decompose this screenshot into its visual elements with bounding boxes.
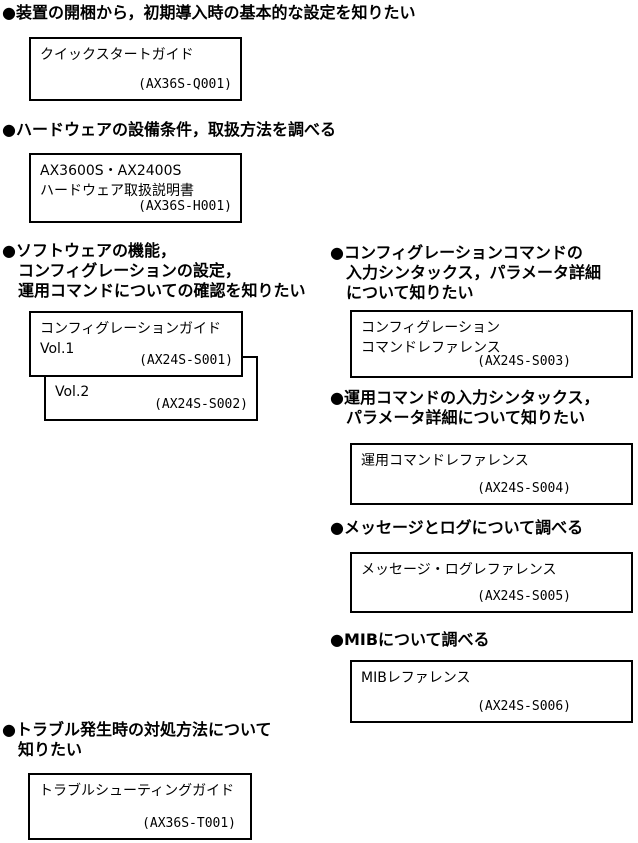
heading-mib: ●MIBについて調べる <box>330 630 490 650</box>
heading-line: ●運用コマンドの入力シンタックス， <box>330 388 600 407</box>
heading-line: ●ソフトウェアの機能， <box>2 241 176 260</box>
heading-unpack: ●装置の開梱から，初期導入時の基本的な設定を知りたい <box>2 3 415 23</box>
doc-title: メッセージ・ログレファレンス <box>361 562 557 578</box>
doc-box-operation-command-reference: 運用コマンドレファレンス (AX24S-S004) <box>350 443 633 505</box>
doc-title: AX3600S・AX2400S <box>40 163 182 179</box>
doc-code: (AX24S-S005) <box>477 589 571 604</box>
doc-box-config-guide-vol1: コンフィグレーションガイド Vol.1 (AX24S-S001) <box>29 311 243 377</box>
doc-code: (AX24S-S004) <box>477 481 571 496</box>
heading-line: 知りたい <box>18 740 83 759</box>
heading-line: ●コンフィグレーションコマンドの <box>330 243 583 262</box>
heading-line: ●ハードウェアの設備条件，取扱方法を調べる <box>2 120 336 139</box>
doc-box-message-log-reference: メッセージ・ログレファレンス (AX24S-S005) <box>350 552 633 613</box>
heading-line: ●MIBについて調べる <box>330 630 490 649</box>
heading-troubleshooting: ●トラブル発生時の対処方法について 知りたい <box>2 720 271 760</box>
heading-line: ●装置の開梱から，初期導入時の基本的な設定を知りたい <box>2 3 416 22</box>
doc-title: Vol.1 <box>40 341 75 357</box>
doc-code: (AX36S-T001) <box>142 816 236 831</box>
heading-hardware: ●ハードウェアの設備条件，取扱方法を調べる <box>2 120 336 140</box>
heading-message-log: ●メッセージとログについて調べる <box>330 518 583 538</box>
heading-line: 運用コマンドについての確認を知りたい <box>18 281 306 300</box>
doc-title: ハードウェア取扱説明書 <box>40 183 194 199</box>
heading-line: コンフィグレーションの設定， <box>18 261 241 280</box>
heading-software: ●ソフトウェアの機能， コンフィグレーションの設定， 運用コマンドについての確認… <box>2 241 306 301</box>
heading-line: パラメータ詳細について知りたい <box>346 408 586 427</box>
doc-title: コマンドレファレンス <box>361 340 501 356</box>
doc-box-hardware-manual: AX3600S・AX2400S ハードウェア取扱説明書 (AX36S-H001) <box>29 153 242 223</box>
doc-code: (AX24S-S006) <box>477 699 571 714</box>
doc-title: Vol.2 <box>55 384 90 400</box>
heading-line: ●メッセージとログについて調べる <box>330 518 584 537</box>
doc-code: (AX24S-S003) <box>477 354 571 369</box>
doc-box-quick-start-guide: クイックスタートガイド (AX36S-Q001) <box>29 37 242 101</box>
doc-title: 運用コマンドレファレンス <box>361 453 529 469</box>
heading-line: 入力シンタックス，パラメータ詳細 <box>346 263 602 282</box>
heading-config-commands: ●コンフィグレーションコマンドの 入力シンタックス，パラメータ詳細 について知り… <box>330 243 601 303</box>
doc-title: MIBレファレンス <box>361 670 471 686</box>
doc-title: コンフィグレーション <box>361 320 501 336</box>
doc-title: トラブルシューティングガイド <box>39 783 235 799</box>
doc-title: クイックスタートガイド <box>40 47 194 63</box>
doc-code: (AX36S-Q001) <box>138 77 232 92</box>
doc-box-mib-reference: MIBレファレンス (AX24S-S006) <box>350 660 633 723</box>
heading-line: について知りたい <box>346 283 474 302</box>
doc-box-config-command-reference: コンフィグレーション コマンドレファレンス (AX24S-S003) <box>350 310 633 378</box>
doc-code: (AX24S-S002) <box>154 397 248 412</box>
heading-line: ●トラブル発生時の対処方法について <box>2 720 272 739</box>
heading-operation-commands: ●運用コマンドの入力シンタックス， パラメータ詳細について知りたい <box>330 388 599 428</box>
doc-title: コンフィグレーションガイド <box>40 321 222 337</box>
doc-code: (AX36S-H001) <box>138 199 232 214</box>
doc-box-troubleshooting-guide: トラブルシューティングガイド (AX36S-T001) <box>28 773 252 840</box>
doc-code: (AX24S-S001) <box>139 353 233 368</box>
